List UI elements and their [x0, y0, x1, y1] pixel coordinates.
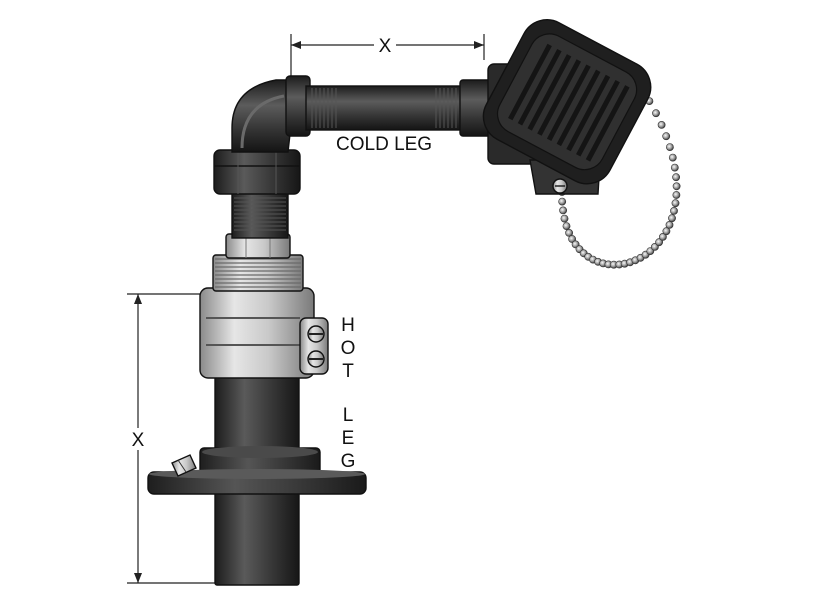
top-dimension-arrow-right [474, 41, 484, 49]
chain-bead [568, 235, 576, 243]
leg-letter: G [341, 451, 356, 472]
chain-bead [672, 182, 681, 191]
chain-bead [559, 206, 567, 215]
chain-bead [668, 153, 677, 162]
top-dimension-arrow-left [291, 41, 301, 49]
chain-bead [672, 173, 680, 182]
chain-bead [558, 197, 567, 206]
hot-letter: H [341, 315, 355, 336]
chain-bead [668, 214, 676, 223]
cold-leg-pipe [305, 79, 493, 137]
upper-pipe [231, 189, 289, 239]
chain-bead [560, 214, 569, 223]
leg-letter: L [343, 405, 354, 426]
chain-anchor-screw [552, 178, 568, 194]
chain-bead [659, 232, 667, 241]
chain-bead [670, 206, 678, 215]
chain-bead [672, 191, 681, 199]
threaded-nipple [212, 254, 304, 292]
chain-bead [652, 109, 660, 118]
union-fitting [213, 149, 301, 195]
side-dimension-label-bg [128, 428, 148, 450]
hot-letter: T [342, 361, 354, 382]
leg-label: L E G [341, 405, 356, 472]
side-dimension-label: X [132, 430, 145, 451]
top-dimension-label: X [379, 36, 392, 57]
elbow-fitting [231, 75, 311, 153]
top-dimension-label-bg [374, 35, 396, 55]
side-dimension-arrow-top [134, 294, 142, 304]
side-dimension-arrow-bottom [134, 573, 142, 583]
chain-bead [565, 228, 573, 237]
side-dimension: X [127, 293, 215, 584]
hot-letter: O [341, 338, 356, 359]
hot-label: H O T [341, 315, 356, 382]
chain-bead [665, 220, 674, 229]
flange-set-screw [171, 454, 197, 477]
chain-bead [655, 238, 663, 247]
cold-leg-label: COLD LEG [336, 134, 432, 155]
chain-bead [670, 163, 679, 172]
chain-bead [662, 132, 671, 141]
chain-bead [562, 222, 571, 230]
chain-bead [657, 121, 666, 129]
clamp-screw-bottom [307, 350, 325, 368]
clamp-screw-top [307, 325, 325, 343]
chain-bead [666, 143, 674, 151]
connection-head-cover [482, 19, 652, 185]
top-dimension: X [290, 34, 485, 80]
chain-bead [662, 227, 671, 236]
hex-nut [225, 233, 291, 259]
flange [147, 446, 367, 495]
chain-bead [671, 199, 680, 208]
leg-letter: E [342, 428, 355, 449]
